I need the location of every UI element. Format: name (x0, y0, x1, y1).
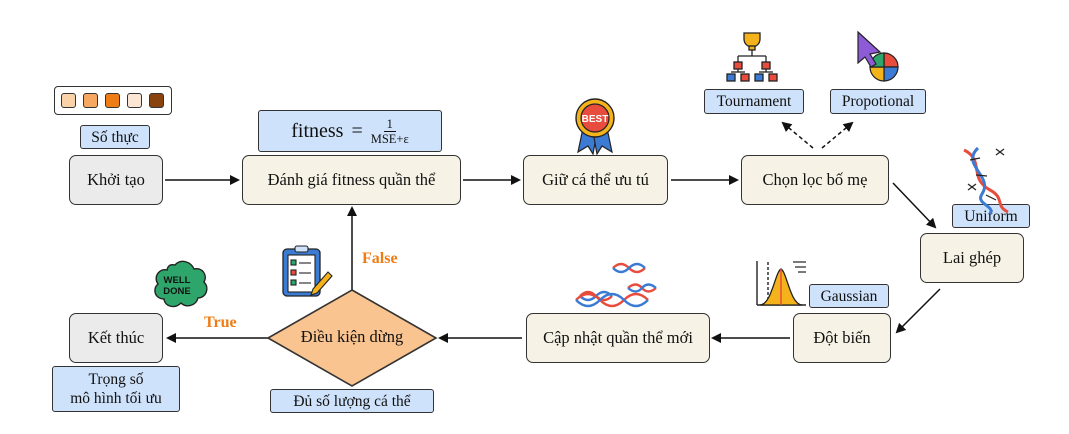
label-false: False (362, 250, 398, 267)
label-true: True (204, 314, 237, 331)
tag-tournament: Tournament (704, 89, 804, 114)
decision-diamond (266, 289, 438, 387)
swatch-2 (83, 93, 98, 108)
swatch-5 (149, 93, 164, 108)
tag-optimal-weights-line1: Trọng số (88, 371, 144, 388)
node-mutation: Đột biến (793, 313, 891, 363)
swatch-1 (61, 93, 76, 108)
fitness-formula: fitness = 1 MSE+ε (258, 110, 442, 152)
swatch-4 (127, 93, 142, 108)
formula-fraction: 1 MSE+ε (371, 117, 409, 146)
tag-optimal-weights: Trọng số mô hình tối ưu (52, 366, 180, 412)
formula-equals: = (351, 119, 363, 142)
tag-enough-individuals: Đủ số lượng cá thể (270, 389, 434, 413)
node-crossover: Lai ghép (920, 233, 1024, 283)
node-select: Chọn lọc bố mẹ (741, 155, 889, 205)
svg-text:WELL: WELL (164, 275, 191, 286)
node-end: Kết thúc (69, 313, 163, 363)
arrow-crossover-to-mutation (895, 288, 941, 334)
svg-text:BEST: BEST (582, 114, 609, 125)
node-init: Khởi tạo (69, 155, 163, 205)
node-elite: Giữ cá thể ưu tú (523, 155, 668, 205)
color-swatches-icon (54, 86, 172, 115)
node-evaluate: Đánh giá fitness quần thể (242, 155, 461, 205)
arrow-select-to-crossover (892, 182, 937, 229)
formula-denominator: MSE+ε (370, 131, 409, 146)
svg-text:DONE: DONE (163, 286, 190, 297)
tag-real-encoding: Số thực (80, 125, 150, 149)
decision-label: Điều kiện dừng (300, 327, 404, 346)
swatch-3 (105, 93, 120, 108)
tag-uniform: Uniform (952, 204, 1030, 228)
tag-proportional: Propotional (830, 89, 926, 114)
formula-lhs: fitness (291, 119, 344, 142)
node-update: Cập nhật quần thể mới (526, 313, 710, 363)
tag-gaussian: Gaussian (809, 284, 889, 308)
formula-numerator: 1 (383, 117, 396, 132)
tag-optimal-weights-line2: mô hình tối ưu (70, 390, 162, 407)
